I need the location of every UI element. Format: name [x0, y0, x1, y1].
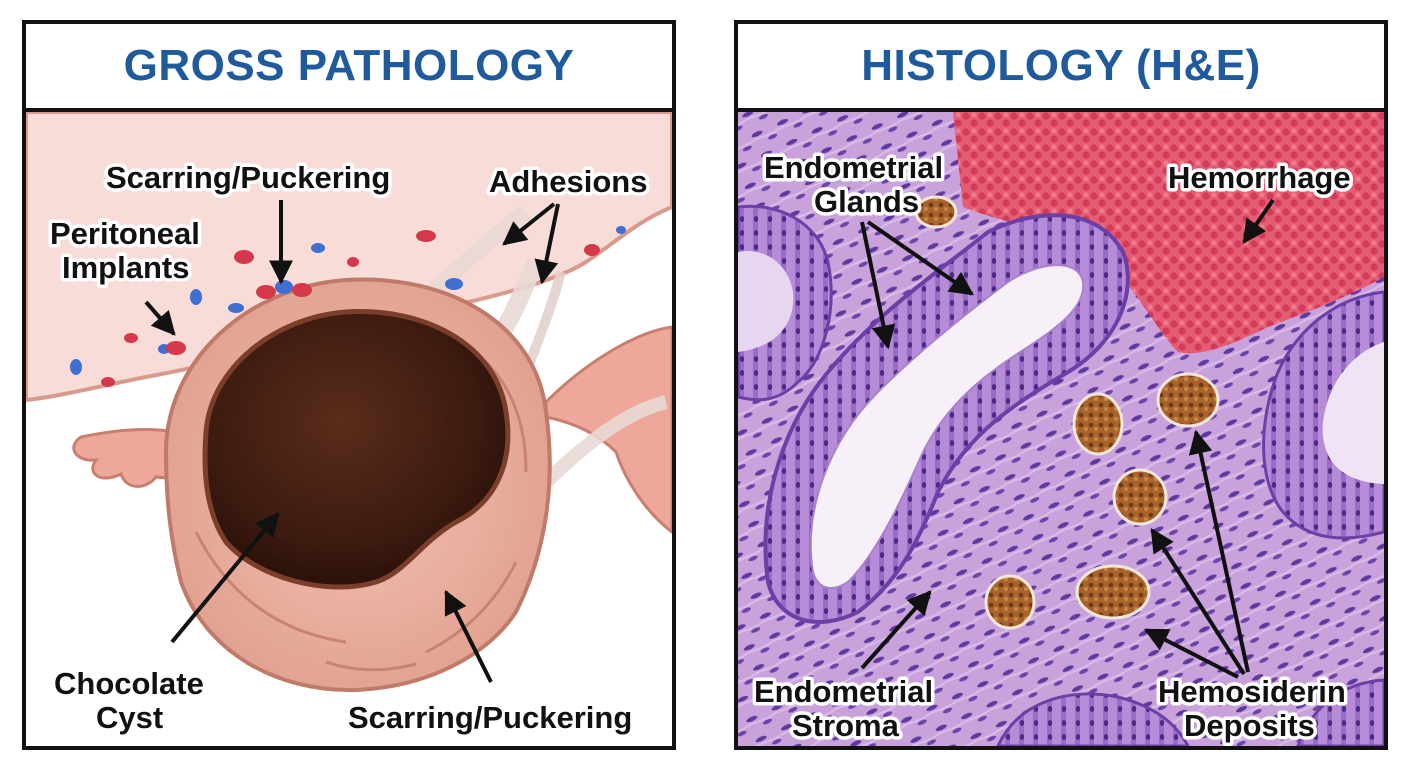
histology-title: HISTOLOGY (H&E)	[861, 41, 1261, 90]
arrow-peritoneal-implants	[144, 300, 176, 336]
arrow-glands-1	[866, 220, 974, 296]
gross-pathology-panel: GROSS PATHOLOGY	[22, 20, 676, 750]
hemosiderin-deposits	[914, 195, 1220, 630]
gland-lumen	[809, 264, 1085, 589]
label-endometrial-glands-2: Glands	[814, 184, 919, 219]
label-chocolate-cyst-1: Chocolate	[54, 666, 204, 701]
arrow-glands-2	[860, 221, 896, 350]
label-endometrial-stroma-1: Endometrial	[754, 674, 933, 709]
peritoneal-implants	[70, 226, 626, 387]
label-endometrial-glands-1: Endometrial	[764, 150, 943, 185]
label-hemorrhage: Hemorrhage	[1168, 160, 1351, 195]
histology-illustration: Endometrial Glands Hemorrhage Endometria…	[738, 112, 1384, 746]
arrow-adhesions-1	[502, 202, 556, 246]
label-hemosiderin-deposits-1: Hemosiderin	[1158, 674, 1346, 709]
chocolate-cyst-content	[202, 309, 511, 590]
arrow-hemosiderin-2	[1150, 527, 1246, 676]
gross-pathology-header: GROSS PATHOLOGY	[26, 24, 672, 112]
label-adhesions: Adhesions	[489, 164, 647, 199]
label-scarring-bottom: Scarring/Puckering	[348, 700, 632, 735]
arrow-chocolate-cyst	[170, 512, 280, 644]
arrow-scarring-bottom	[444, 589, 493, 683]
label-hemosiderin-deposits-2: Deposits	[1184, 708, 1315, 743]
histology-header: HISTOLOGY (H&E)	[738, 24, 1384, 112]
arrow-hemosiderin-3	[1143, 628, 1239, 679]
hemorrhage-region	[953, 112, 1384, 354]
arrow-hemorrhage	[1242, 198, 1275, 244]
gross-pathology-illustration: Scarring/Puckering Adhesions Peritoneal …	[26, 112, 672, 739]
gland-bottom-right	[1296, 678, 1384, 746]
arrow-hemosiderin-1	[1188, 429, 1250, 673]
histology-panel: HISTOLOGY (H&E)	[734, 20, 1388, 750]
label-peritoneal-implants-1: Peritoneal	[50, 216, 200, 251]
gross-pathology-title: GROSS PATHOLOGY	[123, 41, 575, 90]
adhesion-strand	[521, 270, 566, 374]
gland-bottom-edge	[996, 692, 1190, 746]
label-peritoneal-implants-2: Implants	[62, 250, 189, 285]
arrow-adhesions-2	[534, 203, 560, 285]
adhesion-strand	[531, 395, 668, 497]
label-scarring-top: Scarring/Puckering	[106, 160, 390, 195]
arrow-stroma	[860, 590, 932, 670]
label-endometrial-stroma-2: Stroma	[792, 708, 900, 743]
label-chocolate-cyst-2: Cyst	[96, 700, 163, 735]
